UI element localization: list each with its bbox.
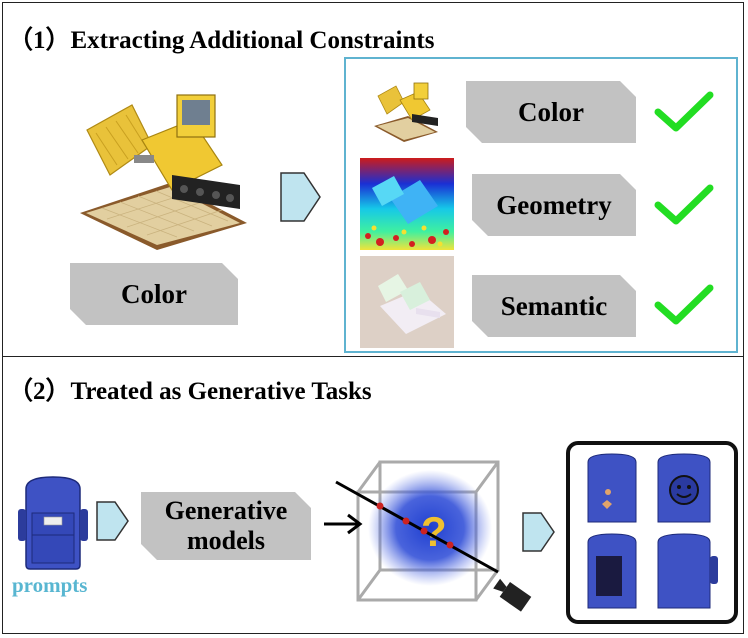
view-2 — [657, 453, 711, 523]
generative-models-tag: Generative models — [141, 492, 311, 560]
lego-bulldozer-image — [72, 85, 252, 250]
color-thumbnail — [372, 80, 442, 142]
check-icon — [654, 183, 714, 228]
section-divider — [2, 356, 744, 357]
input-color-tag: Color — [70, 263, 238, 325]
constraint-color-tag: Color — [466, 81, 636, 143]
generated-backpack-views — [578, 452, 728, 614]
chevron-arrow-icon — [280, 172, 322, 222]
volume-ray-diagram: ? — [318, 460, 553, 620]
geometry-depth-thumbnail — [360, 158, 454, 250]
generative-models-line1: Generative — [164, 496, 288, 526]
chevron-arrow-icon — [522, 512, 556, 552]
right-arrow-icon — [322, 513, 366, 535]
backpack-image — [16, 475, 90, 571]
generative-models-line2: models — [187, 526, 265, 555]
view-4 — [657, 533, 718, 609]
semantic-feature-thumbnail — [360, 256, 454, 348]
prompts-label: prompts — [12, 573, 88, 597]
check-icon — [654, 283, 714, 328]
view-1 — [587, 453, 637, 523]
section2-heading: （2）Treated as Generative Tasks — [8, 378, 372, 405]
constraint-geometry-tag: Geometry — [472, 174, 636, 236]
constraint-semantic-tag: Semantic — [472, 275, 636, 337]
constraints-panel — [344, 57, 738, 353]
chevron-arrow-icon — [96, 501, 130, 541]
view-3 — [587, 533, 637, 609]
section1-heading: （1）Extracting Additional Constraints — [8, 27, 435, 54]
check-icon — [654, 90, 714, 135]
